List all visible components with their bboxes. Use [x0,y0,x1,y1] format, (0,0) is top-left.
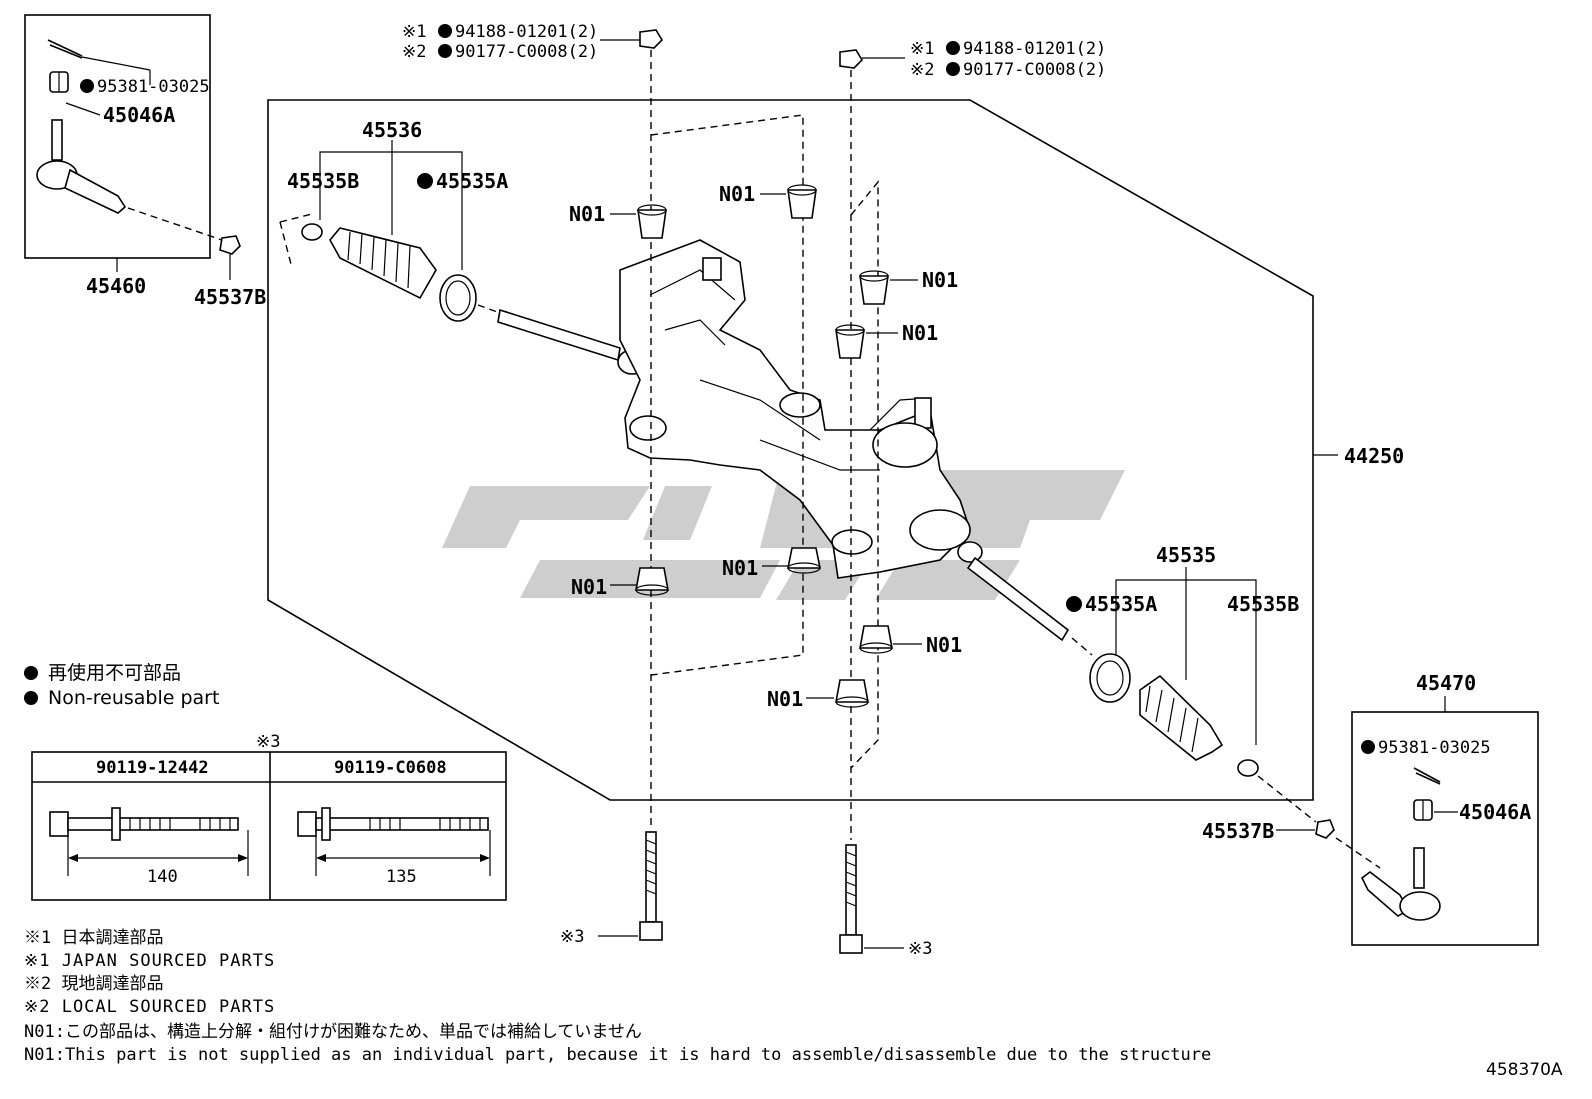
n01-label-1: N01 [569,202,605,226]
figure-id: 458370A [1486,1060,1563,1080]
nut-top-left-line2: 90177-C0008(2) [455,42,598,62]
bolt-b-length: 135 [386,867,417,887]
note-2: ※1 JAPAN SOURCED PARTS [24,951,276,971]
boot-right-icon [1139,674,1224,761]
nut-top-right-line2-prefix: ※2 [910,60,934,80]
bolt-b-part: 90119-C0608 [334,758,447,778]
legend-non-reusable-en: Non-reusable part [24,688,219,708]
bushing-n01-6-icon [762,547,821,574]
nut-top-left-line1: 94188-01201(2) [455,22,598,42]
note-6: N01:This part is not supplied as an indi… [24,1045,1212,1065]
clip-left-label: 45535B [287,169,359,193]
bolt-table-ref: ※3 [256,732,280,752]
cotter-pin-right-label: 95381-03025 [1378,738,1491,758]
clamp-right-label: 45535A [1085,592,1157,616]
castle-nut-right-label: 45046A [1459,800,1531,824]
legend-jp-text: 再使用不可部品 [48,662,182,684]
bolt-a-icon [49,807,249,876]
n01-label-3: N01 [922,268,958,292]
note-5: N01:この部品は、構造上分解・組付けが困難なため、単品では補給していません [24,1022,642,1042]
n01-label-2: N01 [719,182,755,206]
gear-assembly-frame [267,99,1314,801]
lock-nut-right-label: 45537B [1202,819,1274,843]
tie-rod-end-left-icon [36,119,223,241]
bullet-icon [24,691,38,705]
nut-top-right-line1: 94188-01201(2) [963,39,1106,59]
bushing-n01-7-icon [859,625,922,654]
right-rod-group-label: 45470 [1416,671,1476,695]
bushing-n01-3-icon [859,270,918,305]
lock-nut-left-icon [219,235,241,280]
castle-nut-left-icon [49,71,101,116]
bullet-icon [24,666,38,680]
bolt-left-ref: ※3 [560,927,584,947]
cotter-pin-left-icon [47,39,151,85]
note-1: ※1 日本調達部品 [24,928,164,948]
boot-left-icon [329,227,437,300]
n01-label-8: N01 [767,687,803,711]
bolt-right-ref: ※3 [908,939,932,959]
bushing-n01-2-icon [760,184,817,219]
bushing-n01-5-icon [610,567,669,596]
bolt-b-icon [297,807,491,876]
clamp-left-label: 45535A [436,169,508,193]
note-3: ※2 現地調達部品 [24,974,164,994]
bushing-n01-4-icon [835,324,898,359]
clamp-right-icon [1089,653,1131,703]
n01-label-7: N01 [926,633,962,657]
cotter-pin-right-icon [1413,767,1441,785]
gear-assembly-label: 44250 [1344,444,1404,468]
clamp-left-icon [439,274,477,322]
bolt-a-part: 90119-12442 [96,758,209,778]
castle-nut-left-label: 45046A [103,103,175,127]
nut-top-right-line1-prefix: ※1 [910,39,934,59]
n01-label-6: N01 [722,556,758,580]
left-rod-group-label: 45460 [86,274,146,298]
n01-label-5: N01 [571,575,607,599]
tie-rod-end-right-icon [1360,847,1441,921]
nut-top-right-line2: 90177-C0008(2) [963,60,1106,80]
lock-nut-left-label: 45537B [194,285,266,309]
bushing-n01-8-icon [806,679,869,708]
legend-en-text: Non-reusable part [48,687,220,709]
watermark-logo [442,470,1125,600]
rack-rod-right-icon [957,541,1093,656]
steering-gear-housing-icon [619,239,971,579]
nut-top-left-icon [600,29,664,49]
nut-top-right-icon [839,49,905,69]
note-4: ※2 LOCAL SOURCED PARTS [24,997,276,1017]
clip-right-icon [1237,759,1317,823]
bolt-left-icon [598,831,663,941]
n01-label-4: N01 [902,321,938,345]
boot-group-right-label: 45535 [1156,543,1216,567]
clip-left-icon [301,223,323,241]
boot-group-left-label: 45536 [362,118,422,142]
legend-non-reusable-jp: 再使用不可部品 [24,663,181,683]
lock-nut-right-icon [1276,819,1381,869]
bushing-n01-1-icon [610,204,667,239]
bolt-a-length: 140 [147,867,178,887]
bolt-table [31,751,507,901]
bolt-right-icon [839,844,904,954]
nut-top-left-line2-prefix: ※2 [402,42,426,62]
castle-nut-right-icon [1413,799,1458,821]
clip-right-label: 45535B [1227,592,1299,616]
cotter-pin-left-label: 95381-03025 [97,77,210,97]
nut-top-left-line1-prefix: ※1 [402,22,426,42]
